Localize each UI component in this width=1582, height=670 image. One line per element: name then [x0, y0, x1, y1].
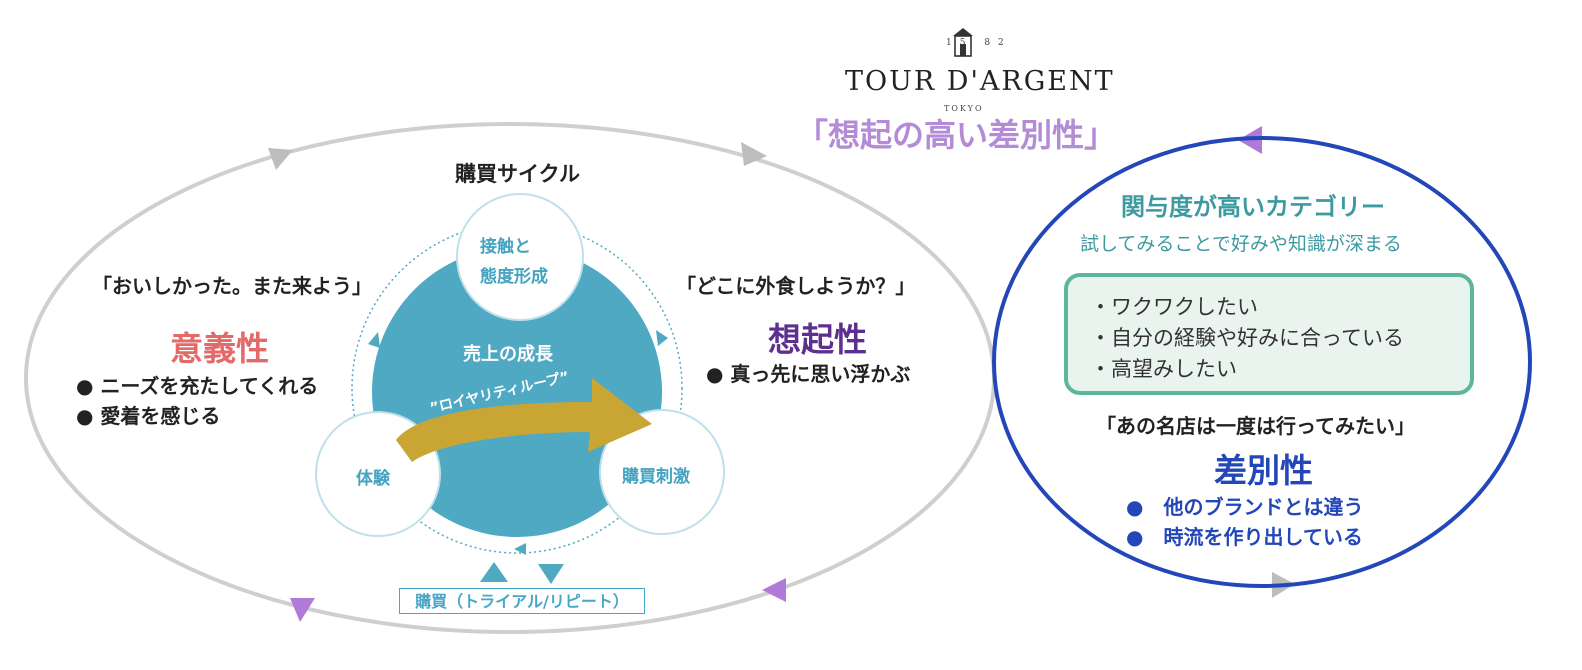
right-heading: 差別性 [1214, 451, 1313, 490]
purchase-box: 購買（トライアル/リピート） [399, 588, 645, 614]
logo-year: 15 82 [946, 38, 1012, 48]
logo-city: TOKYO [944, 104, 984, 113]
purchase-up-arrow [480, 562, 508, 582]
left-quote: 「おいしかった。また来よう」 [92, 274, 372, 298]
middle-bullet-1: ● 真っ先に思い浮かぶ [706, 362, 911, 386]
feature-box [1064, 273, 1474, 395]
category-subtitle: 試してみることで好みや知識が深まる [1080, 233, 1402, 255]
gray-arrow-1 [268, 148, 293, 170]
cycle-title: 購買サイクル [455, 162, 580, 186]
right-blue-circle [992, 136, 1532, 588]
left-heading: 意義性 [170, 329, 269, 368]
purple-arrow-bottom-left [290, 598, 315, 622]
ring-arrow-right [656, 330, 668, 346]
middle-heading: 想起性 [768, 320, 867, 359]
right-bullet-1: ● 他のブランドとは違う [1126, 495, 1364, 519]
purple-arrow-bottom-mid [762, 578, 786, 602]
ring-arrow-left [368, 332, 380, 348]
node-stimulus-circle [599, 409, 725, 535]
dotted-ring [351, 222, 683, 554]
center-circle [372, 247, 662, 537]
ring-arrow-bottom [514, 543, 526, 555]
feature-item-3: ・高望みしたい [1090, 357, 1237, 381]
right-quote: 「あの名店は一度は行ってみたい」 [1096, 414, 1415, 438]
purchase-down-arrow [538, 564, 564, 584]
logo-name: TOUR D'ARGENT [845, 66, 1115, 97]
node-contact-line1: 接触と [480, 237, 531, 257]
node-experience: 体験 [356, 469, 390, 489]
node-contact-line2: 態度形成 [480, 267, 548, 287]
feature-item-1: ・ワクワクしたい [1090, 295, 1258, 319]
loyalty-arrow [396, 378, 652, 462]
headline: 「想起の高い差別性」 [796, 116, 1117, 154]
right-bullet-2: ● 時流を作り出している [1126, 525, 1363, 549]
center-label: 売上の成長 [463, 344, 553, 365]
tower-emblem [953, 28, 973, 57]
gray-arrow-2 [741, 142, 767, 166]
category-title: 関与度が高いカテゴリー [1121, 193, 1385, 221]
left-bullet-2: ● 愛着を感じる [76, 404, 221, 428]
feature-item-2: ・自分の経験や好みに合っている [1090, 326, 1404, 350]
node-contact-circle [456, 193, 584, 321]
middle-quote: 「どこに外食しようか？」 [676, 274, 916, 298]
node-stimulus: 購買刺激 [622, 467, 690, 487]
left-bullet-1: ● ニーズを充たしてくれる [76, 374, 319, 398]
